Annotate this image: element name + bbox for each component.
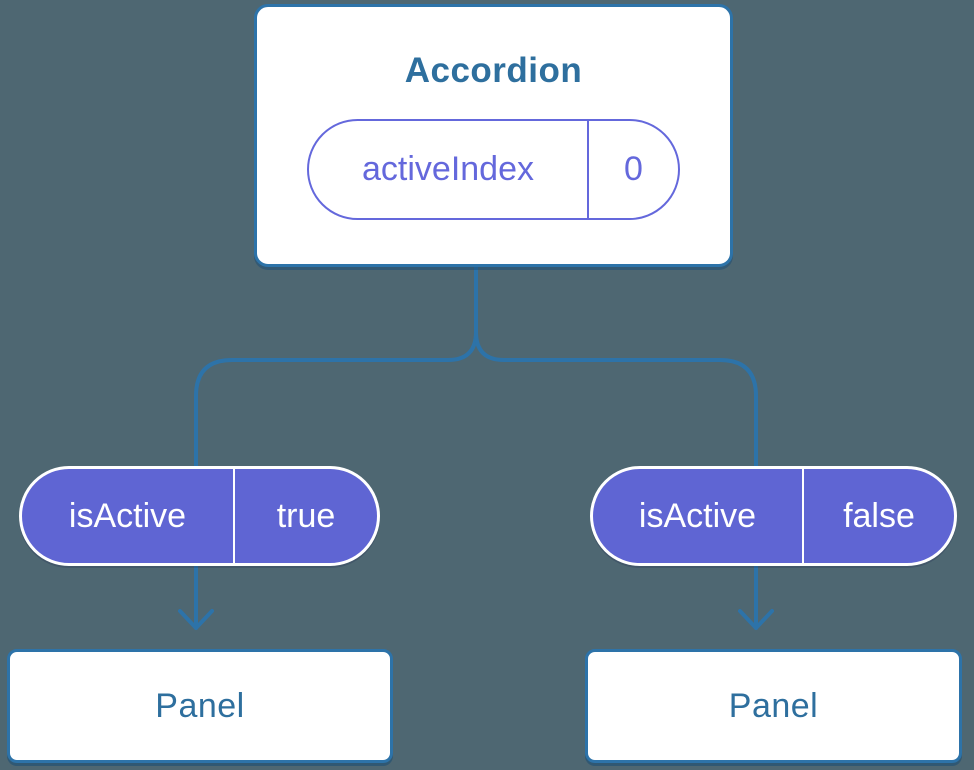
prop-pill-left-value: true (276, 496, 336, 535)
accordion-node-title: Accordion (404, 51, 583, 90)
prop-pill-right-value: false (843, 496, 915, 535)
connector-right-branch (474, 264, 758, 630)
state-pill-name: activeIndex (309, 121, 589, 218)
arrow-down-icon (178, 609, 214, 630)
panel-node-left: Panel (7, 649, 393, 763)
arrow-down-icon (738, 609, 774, 630)
state-pill-value: 0 (624, 150, 643, 188)
prop-pill-left-name: isActive (22, 469, 235, 563)
panel-node-left-label: Panel (155, 686, 245, 725)
prop-pill-right: isActive false (590, 466, 957, 566)
connector-left-branch (194, 264, 478, 630)
prop-pill-right-name: isActive (593, 469, 804, 563)
state-pill: activeIndex 0 (307, 119, 680, 220)
panel-node-right: Panel (585, 649, 962, 763)
prop-pill-left: isActive true (19, 466, 380, 566)
accordion-node: Accordion activeIndex 0 (254, 4, 733, 267)
panel-node-right-label: Panel (728, 686, 819, 725)
